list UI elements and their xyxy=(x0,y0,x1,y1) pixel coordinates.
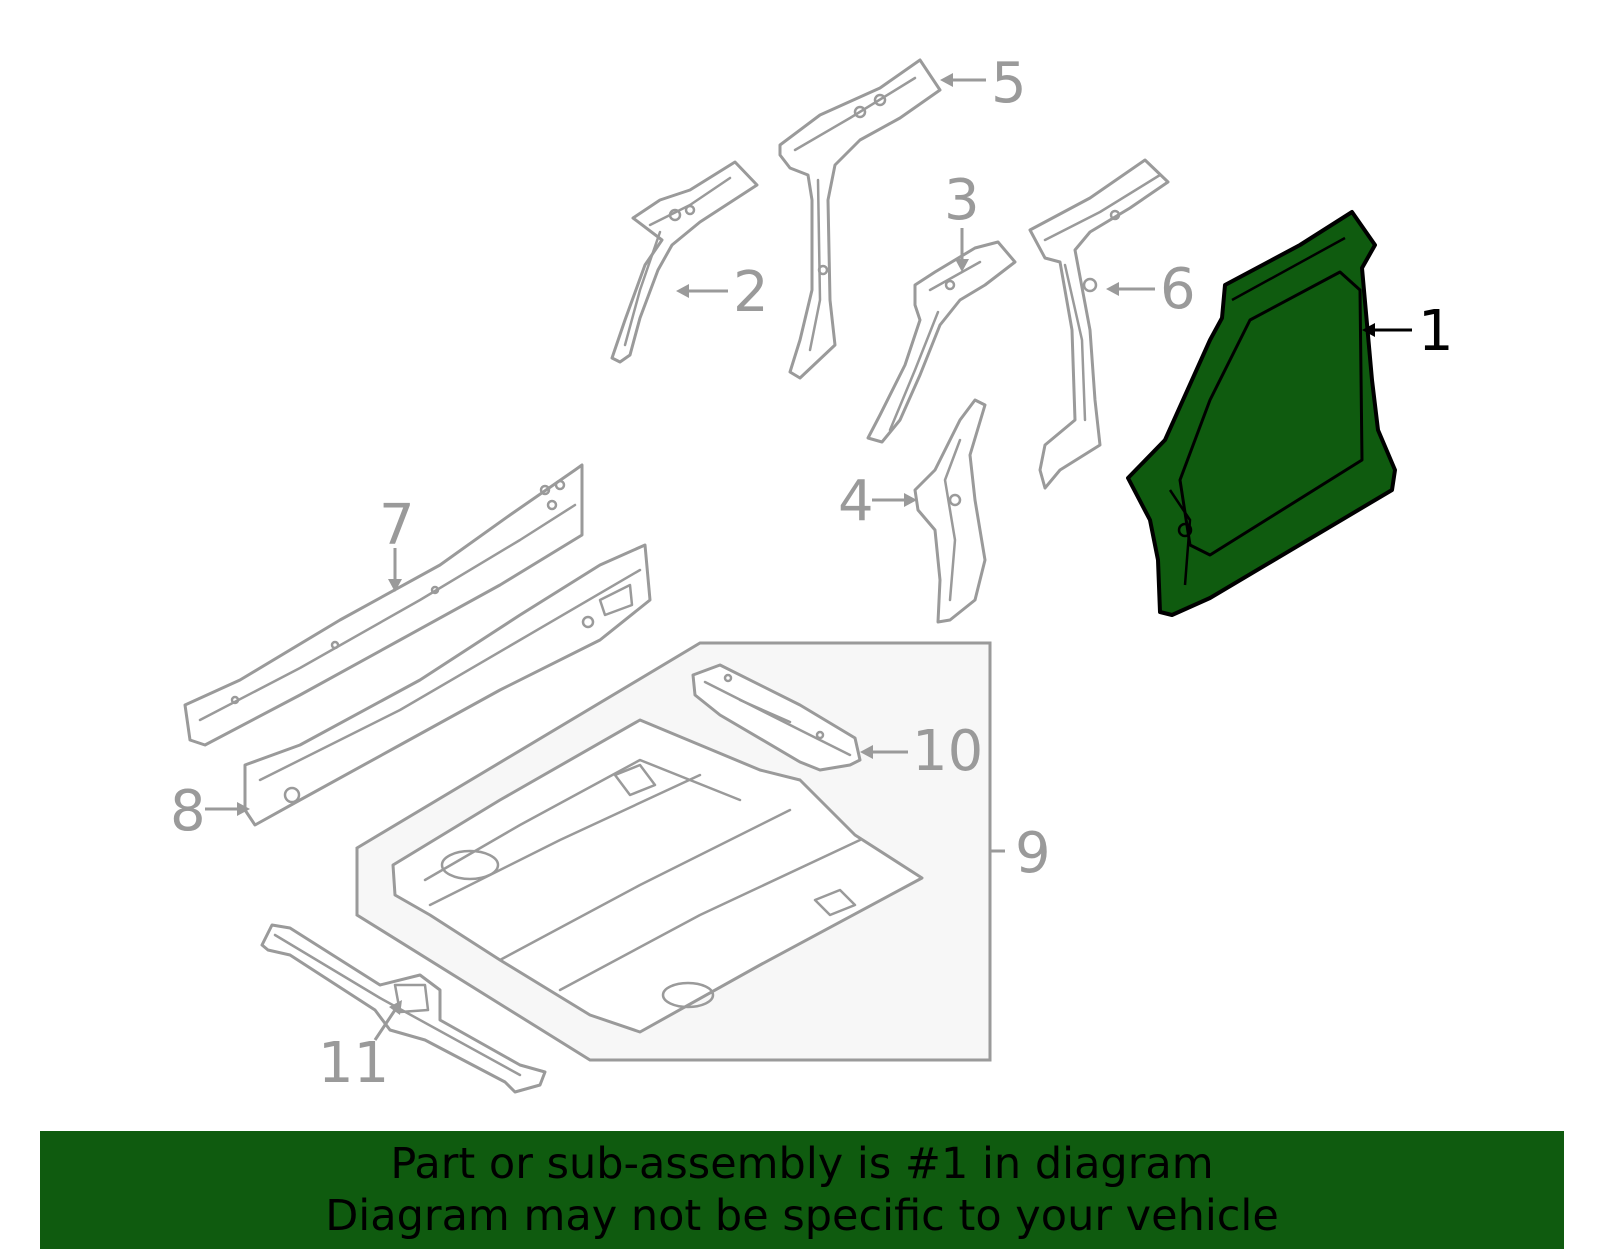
part-6-center-pillar[interactable] xyxy=(1028,158,1170,490)
banner-line-disclaimer: Diagram may not be specific to your vehi… xyxy=(325,1191,1279,1241)
info-banner: Part or sub-assembly is #1 in diagram Di… xyxy=(40,1131,1564,1249)
part-8-sill-inner[interactable] xyxy=(243,543,652,827)
callout-3[interactable]: 3 xyxy=(944,168,980,233)
part-2-pillar-reinforcement[interactable] xyxy=(610,160,759,364)
callout-8[interactable]: 8 xyxy=(170,779,206,844)
callout-7[interactable]: 7 xyxy=(379,493,415,558)
part-7-side-sill[interactable] xyxy=(183,463,584,747)
part-5-a-pillar-inner[interactable] xyxy=(778,58,942,380)
part-1-fill xyxy=(1126,210,1397,617)
callout-11[interactable]: 11 xyxy=(318,1031,389,1096)
part-1-side-inner-panel[interactable] xyxy=(1126,210,1397,617)
callout-6[interactable]: 6 xyxy=(1160,257,1196,322)
part-11-cross-brace[interactable] xyxy=(260,923,547,1094)
part-3-pillar-reinforcement[interactable] xyxy=(866,240,1017,444)
part-9-floor-pan[interactable] xyxy=(391,718,924,1034)
callout-5[interactable]: 5 xyxy=(991,51,1027,116)
callout-9[interactable]: 9 xyxy=(1015,821,1051,886)
callout-leaders xyxy=(205,73,1412,1041)
part-10-cross-member[interactable] xyxy=(691,663,862,772)
callout-2[interactable]: 2 xyxy=(733,260,769,325)
callout-10[interactable]: 10 xyxy=(912,719,983,784)
callout-1[interactable]: 1 xyxy=(1418,299,1454,364)
banner-line-part-info: Part or sub-assembly is #1 in diagram xyxy=(390,1139,1214,1189)
part-4-pillar-bracket[interactable] xyxy=(913,398,987,624)
callout-4[interactable]: 4 xyxy=(838,469,874,534)
